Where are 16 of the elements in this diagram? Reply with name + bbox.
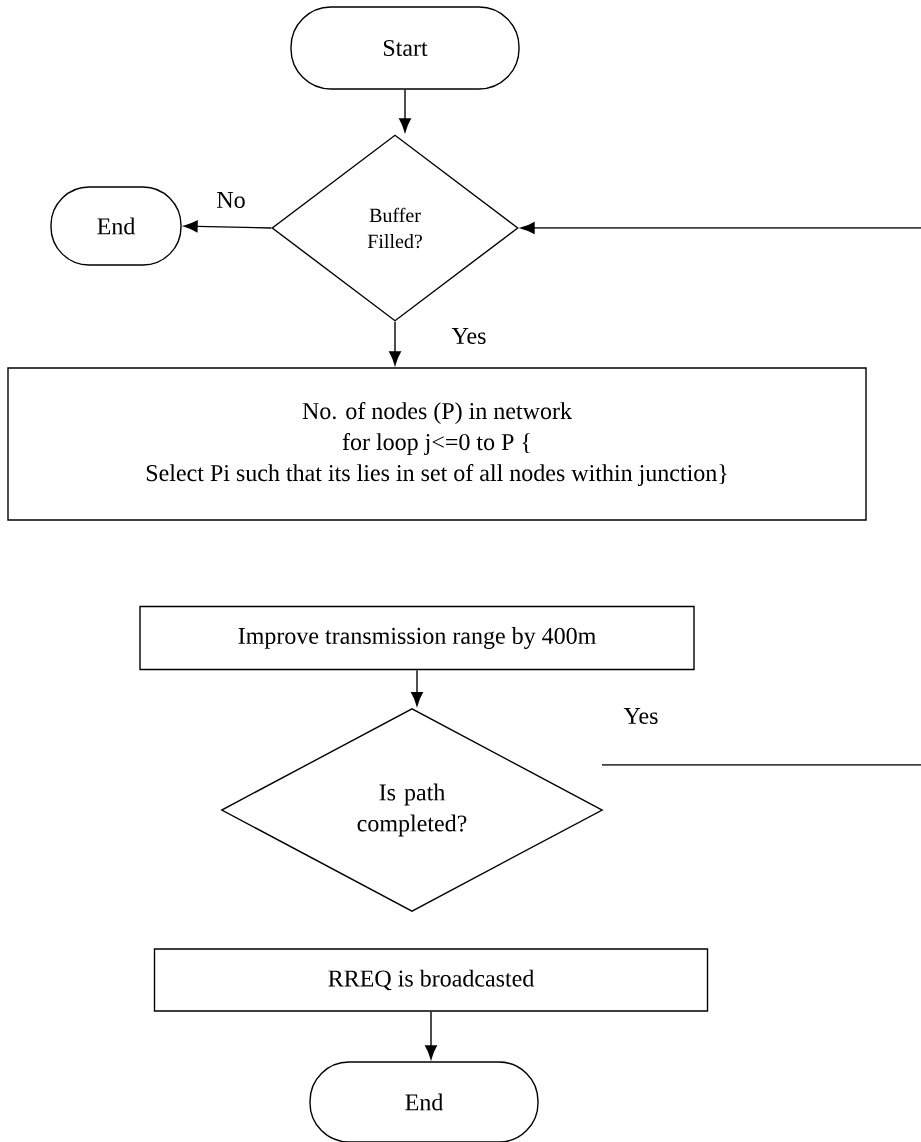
edge-label: No xyxy=(215,191,247,209)
connector-line xyxy=(601,764,921,766)
terminal-box: Start xyxy=(290,6,520,90)
process-box: Improve transmission range by 400m xyxy=(139,605,695,671)
terminal-box: End xyxy=(50,186,182,266)
terminal-box: End xyxy=(309,1061,539,1142)
arrow xyxy=(411,669,423,706)
arrow xyxy=(425,1011,437,1060)
arrow xyxy=(389,321,401,366)
arrow xyxy=(520,222,921,234)
arrow xyxy=(183,220,272,233)
edge-label: Yes xyxy=(622,707,660,725)
edge-label: Yes xyxy=(450,327,488,345)
process-box: No. of nodes (P) in network for loop j<=0 to P { Select Pi such that its lies in set of all nodes within junction} xyxy=(7,367,867,521)
arrow xyxy=(399,89,411,133)
process-box: RREQ is broadcasted xyxy=(153,948,709,1012)
